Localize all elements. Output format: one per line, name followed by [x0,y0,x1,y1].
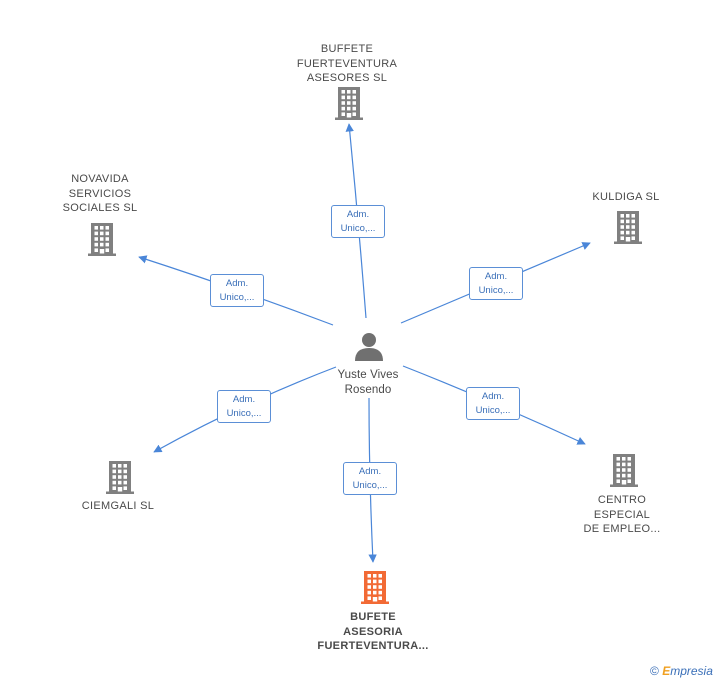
edge-role-line-1: Adm. [358,466,382,477]
company-name-label[interactable]: NOVAVIDA SERVICIOS SOCIALES SL [62,173,138,214]
company-name-label[interactable]: CIEMGALI SL [81,500,155,512]
edge-role-label[interactable]: Adm. Unico,... [343,462,397,495]
person-icon[interactable] [355,333,383,361]
edge-role-line-2: Unico,... [475,405,511,416]
edge-role-label[interactable]: Adm. Unico,... [331,205,385,238]
copyright-symbol: © [650,664,659,678]
building-icon[interactable] [88,223,116,256]
edge-role-line-2: Unico,... [226,408,262,419]
edge-role-line-2: Unico,... [478,285,514,296]
edge-role-line-2: Unico,... [352,480,388,491]
company-name-label[interactable]: KULDIGA SL [592,191,660,203]
edge-role-line-2: Unico,... [219,292,255,303]
company-name-label[interactable]: BUFFETE FUERTEVENTURA ASESORES SL [296,43,398,84]
brand-logo-e: E [662,664,671,678]
building-icon[interactable] [106,461,134,494]
edge-role-line-1: Adm. [232,394,256,405]
company-name-label[interactable]: BUFETE ASESORIA FUERTEVENTURA... [317,611,429,652]
building-icon[interactable] [610,454,638,487]
building-icon[interactable] [614,211,642,244]
edge-role-line-1: Adm. [225,278,249,289]
building-icon[interactable] [335,87,363,120]
brand-name: mpresia [670,664,713,678]
edge-role-label[interactable]: Adm. Unico,... [466,387,520,420]
edge-role-label[interactable]: Adm. Unico,... [217,390,271,423]
edge-role-line-1: Adm. [484,271,508,282]
edge-role-label[interactable]: Adm. Unico,... [210,274,264,307]
edge-role-line-1: Adm. [481,391,505,402]
edge-role-label[interactable]: Adm. Unico,... [469,267,523,300]
person-name-label[interactable]: Yuste Vives Rosendo [337,369,399,396]
edge-role-line-2: Unico,... [340,223,376,234]
edge-role-line-1: Adm. [346,209,370,220]
footer-brand: © Empresia [650,664,713,678]
building-icon[interactable] [361,571,389,604]
company-name-label[interactable]: CENTRO ESPECIAL DE EMPLEO... [583,494,661,535]
